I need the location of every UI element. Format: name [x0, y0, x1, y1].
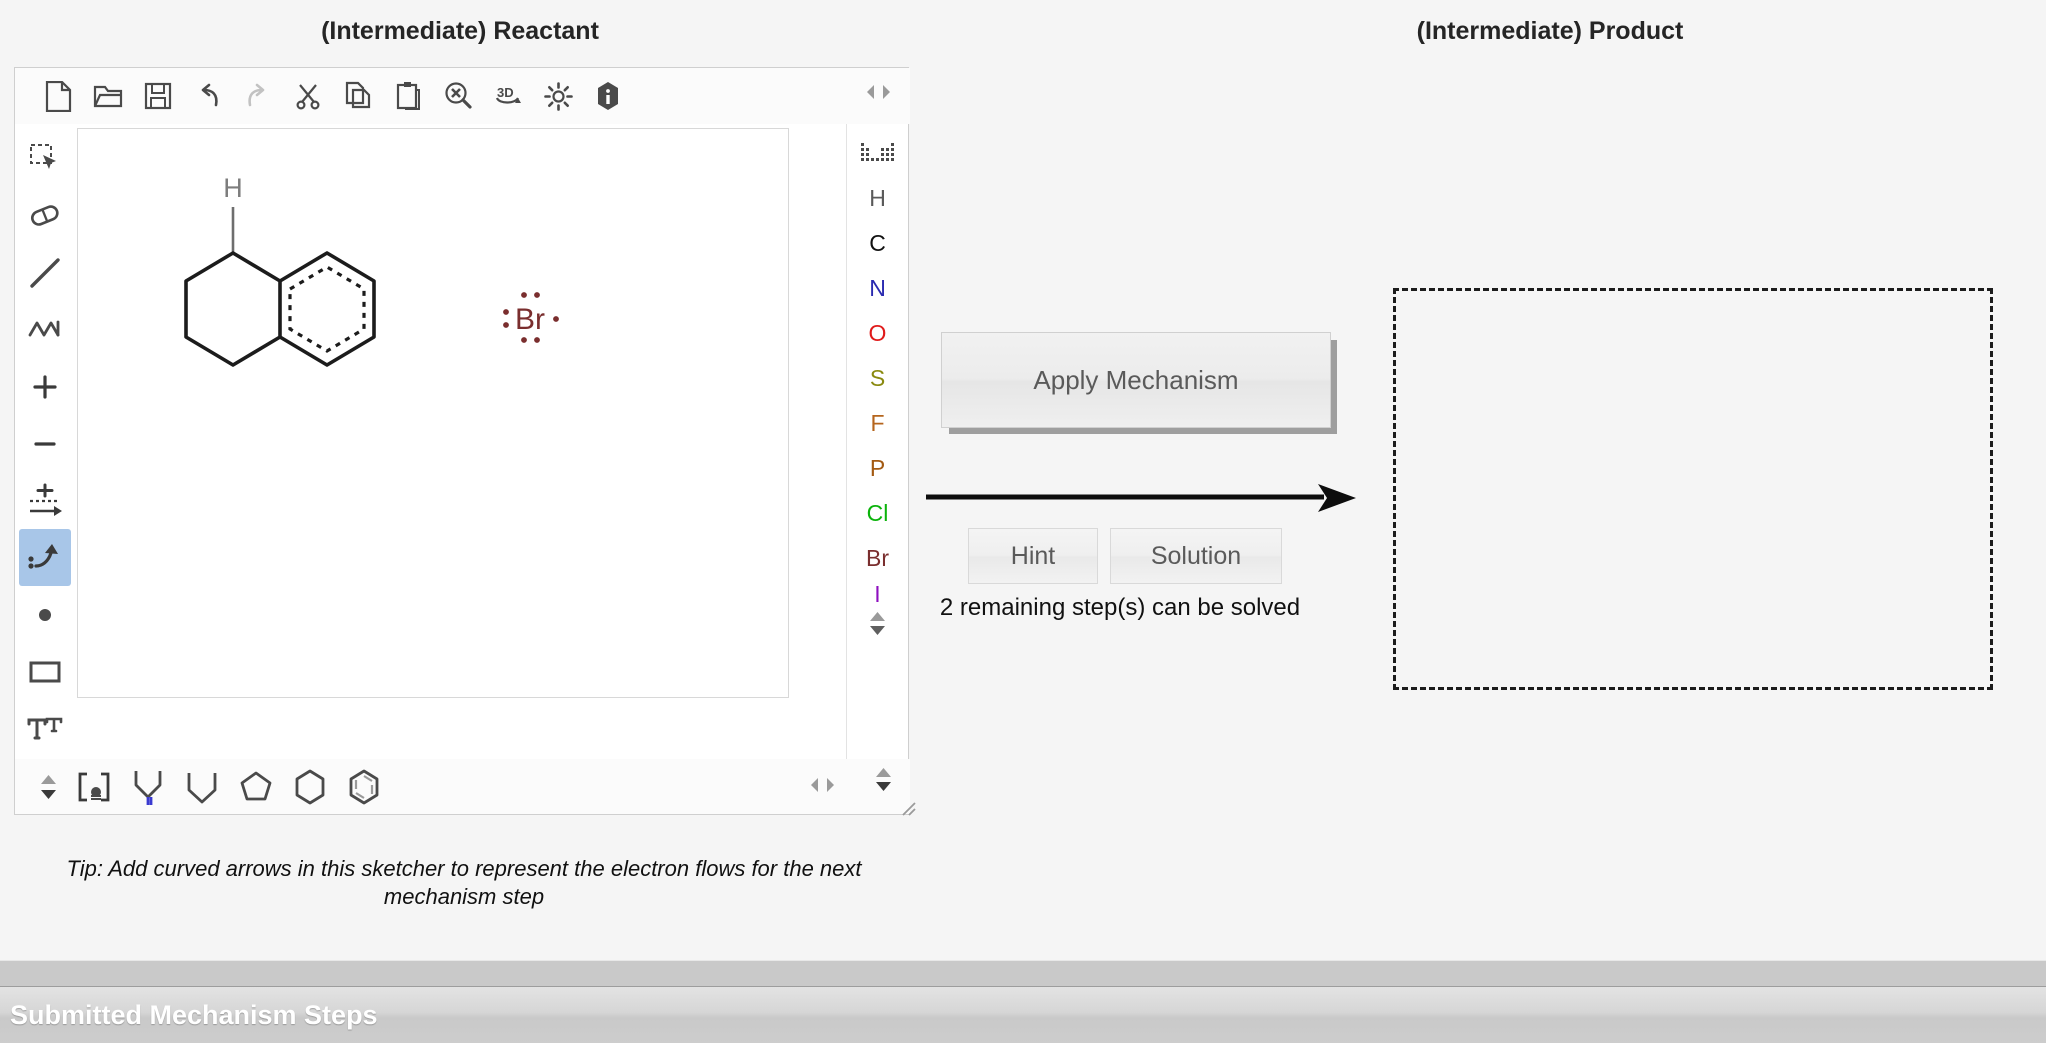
paste-icon[interactable] [383, 74, 433, 118]
ring-toolbar [15, 759, 910, 814]
undo-icon[interactable] [183, 74, 233, 118]
molecule-sketcher: 3D [14, 67, 910, 815]
svg-text:3D: 3D [497, 85, 514, 100]
apply-mechanism-button[interactable]: Apply Mechanism [941, 332, 1331, 428]
canvas-zoom-stepper[interactable] [875, 767, 892, 792]
element-P[interactable]: P [869, 455, 886, 481]
reaction-arrow-graphic [926, 484, 1356, 512]
bromine-radical: Br [503, 292, 559, 343]
footer-divider-bar [0, 960, 2046, 986]
product-drop-zone[interactable] [1393, 288, 1993, 690]
redo-icon[interactable] [233, 74, 283, 118]
sketcher-canvas[interactable]: H Br [77, 128, 789, 698]
info-icon[interactable] [583, 74, 633, 118]
hydrogen-atom-label: H [223, 173, 243, 203]
reactant-structure: H Br [184, 173, 559, 367]
product-panel-title: (Intermediate) Product [1416, 17, 1684, 45]
element-I[interactable]: I [874, 580, 881, 607]
reaction-arrow-tool[interactable] [19, 472, 71, 529]
remaining-steps-status: 2 remaining step(s) can be solved [939, 594, 1301, 621]
ring-size-stepper[interactable] [29, 774, 67, 800]
sketcher-toolbar: 3D [15, 68, 910, 124]
radical-dot-tool[interactable] [19, 586, 71, 643]
curved-arrow-tool[interactable] [19, 529, 71, 586]
element-N[interactable]: N [869, 275, 886, 301]
periodic-table-icon[interactable] [860, 124, 895, 176]
bracket-tool[interactable] [67, 764, 121, 810]
three-d-icon[interactable]: 3D [483, 74, 533, 118]
ring-3-tool[interactable] [121, 764, 175, 810]
ring-4-tool[interactable] [175, 764, 229, 810]
element-Br[interactable]: Br [866, 545, 889, 571]
plus-charge-tool[interactable] [19, 358, 71, 415]
minus-charge-tool[interactable] [19, 415, 71, 472]
drawing-tool-rail [15, 124, 75, 761]
ring-scroll-controls[interactable] [809, 777, 836, 793]
palette-scroll-controls[interactable] [869, 611, 886, 636]
element-H[interactable]: H [869, 185, 886, 211]
eraser-tool[interactable] [19, 187, 71, 244]
rectangle-tool[interactable] [19, 643, 71, 700]
element-O[interactable]: O [868, 320, 887, 346]
svg-text:Br: Br [515, 303, 545, 336]
submitted-steps-label: Submitted Mechanism Steps [10, 999, 378, 1030]
toolbar-scroll-controls[interactable] [865, 84, 892, 100]
select-tool[interactable] [19, 130, 71, 187]
hint-button[interactable]: Hint [968, 528, 1098, 584]
element-palette: H C N O S F P Cl Br I [846, 124, 908, 761]
element-F[interactable]: F [870, 410, 885, 436]
new-file-icon[interactable] [33, 74, 83, 118]
cut-icon[interactable] [283, 74, 333, 118]
chain-tool[interactable] [19, 301, 71, 358]
reactant-panel-title: (Intermediate) Reactant [321, 17, 599, 45]
benzene-tool[interactable] [337, 764, 391, 810]
sketcher-resize-handle[interactable] [900, 800, 916, 816]
copy-icon[interactable] [333, 74, 383, 118]
bond-tool[interactable] [19, 244, 71, 301]
solution-button[interactable]: Solution [1110, 528, 1282, 584]
ring-5-tool[interactable] [229, 764, 283, 810]
save-icon[interactable] [133, 74, 183, 118]
open-folder-icon[interactable] [83, 74, 133, 118]
element-C[interactable]: C [869, 230, 886, 256]
element-S[interactable]: S [869, 365, 886, 391]
sketcher-tip: Tip: Add curved arrows in this sketcher … [66, 856, 862, 910]
settings-gear-icon[interactable] [533, 74, 583, 118]
zoom-reset-icon[interactable] [433, 74, 483, 118]
submitted-steps-bar[interactable]: Submitted Mechanism Steps [0, 986, 2046, 1043]
text-tool[interactable] [19, 700, 71, 757]
ring-6-tool[interactable] [283, 764, 337, 810]
element-Cl[interactable]: Cl [866, 500, 889, 526]
